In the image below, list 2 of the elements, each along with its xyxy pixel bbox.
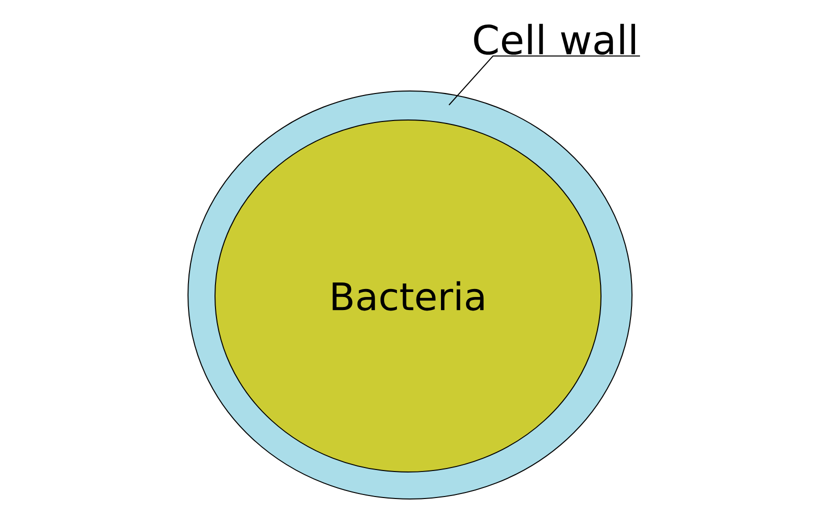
label-text: Cell wall xyxy=(474,24,636,55)
leader-line xyxy=(448,56,640,106)
